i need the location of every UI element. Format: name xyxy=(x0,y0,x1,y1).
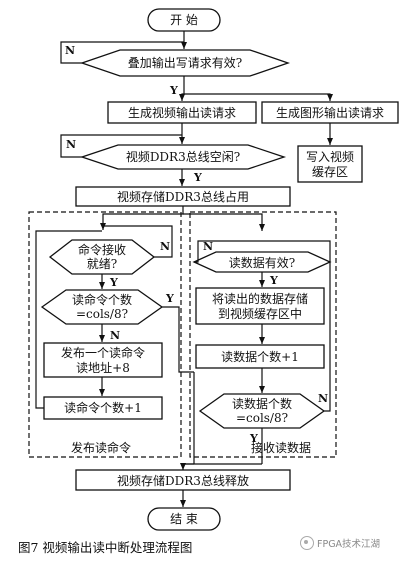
process-issue-read-cmd xyxy=(43,342,163,378)
branch-no-label: N xyxy=(65,44,75,57)
group-receive-data xyxy=(189,211,337,458)
watermark-text: FPGA技术江湖 xyxy=(317,539,381,550)
branch-yes-label: Y xyxy=(109,276,118,289)
branch-no-label: N xyxy=(110,329,120,342)
decision-cmd-ready-line1: 命令接收 xyxy=(78,242,126,257)
decision-write-request-valid-label: 叠加输出写请求有效? xyxy=(128,55,242,70)
branch-yes-label: Y xyxy=(193,171,202,184)
process-write-video-buffer-line1: 写入视频 xyxy=(306,149,354,164)
decision-read-data-valid-label: 读数据有效? xyxy=(229,255,295,270)
process-write-video-buffer-line2: 缓存区 xyxy=(312,165,348,179)
process-gen-video-read-request-label: 生成视频输出读请求 xyxy=(128,105,236,120)
process-store-data-line1: 将读出的数据存储 xyxy=(212,291,308,306)
start-label: 开 始 xyxy=(170,13,198,27)
process-read-cmd-count-inc-label: 读命令个数+1 xyxy=(64,400,142,415)
decision-ddr3-bus-idle-label: 视频DDR3总线空闲? xyxy=(126,149,240,164)
end-label: 结 束 xyxy=(170,512,198,526)
process-store-data xyxy=(195,287,325,325)
branch-no-label: N xyxy=(318,392,328,405)
process-read-data-count-inc xyxy=(195,344,325,369)
group-receive-data-label: 接收读数据 xyxy=(251,440,311,455)
decision-ddr3-bus-idle xyxy=(79,144,287,170)
group-issue-commands xyxy=(28,211,182,458)
branch-no-label: N xyxy=(203,240,213,253)
process-ddr3-bus-release-label: 视频存储DDR3总线释放 xyxy=(117,473,249,488)
branch-yes-label: Y xyxy=(269,274,278,287)
process-issue-read-cmd-line1: 发布一个读命令 xyxy=(61,345,145,360)
branch-no-label: N xyxy=(66,138,76,151)
decision-cmd-ready-line2: 就绪? xyxy=(87,257,117,271)
wechat-icon xyxy=(300,536,314,550)
process-read-data-count-inc-label: 读数据个数+1 xyxy=(221,349,299,364)
decision-read-cmd-count-line1: 读命令个数 xyxy=(72,292,132,307)
decision-write-request-valid xyxy=(79,49,291,77)
branch-yes-label: Y xyxy=(169,84,178,97)
process-store-data-line2: 到视频缓存区中 xyxy=(218,306,302,321)
process-write-video-buffer xyxy=(297,145,363,183)
branch-no-label: N xyxy=(160,240,170,253)
end-terminal xyxy=(147,507,221,531)
process-issue-read-cmd-line2: 读地址+8 xyxy=(76,361,130,375)
process-gen-graphic-read-request-label: 生成图形输出读请求 xyxy=(276,105,384,120)
figure-caption: 图7 视频输出读中断处理流程图 xyxy=(18,540,193,555)
decision-read-data-count-line2: =cols/8? xyxy=(236,411,288,425)
watermark: FPGA技术江湖 xyxy=(300,536,380,550)
decision-read-data-count-line1: 读数据个数 xyxy=(232,396,292,411)
process-ddr3-bus-occupied-label: 视频存储DDR3总线占用 xyxy=(117,189,249,204)
decision-read-cmd-count-line2: =cols/8? xyxy=(76,307,128,321)
branch-yes-label: Y xyxy=(249,432,258,445)
branch-yes-label: Y xyxy=(165,292,174,305)
group-issue-commands-label: 发布读命令 xyxy=(71,440,131,455)
